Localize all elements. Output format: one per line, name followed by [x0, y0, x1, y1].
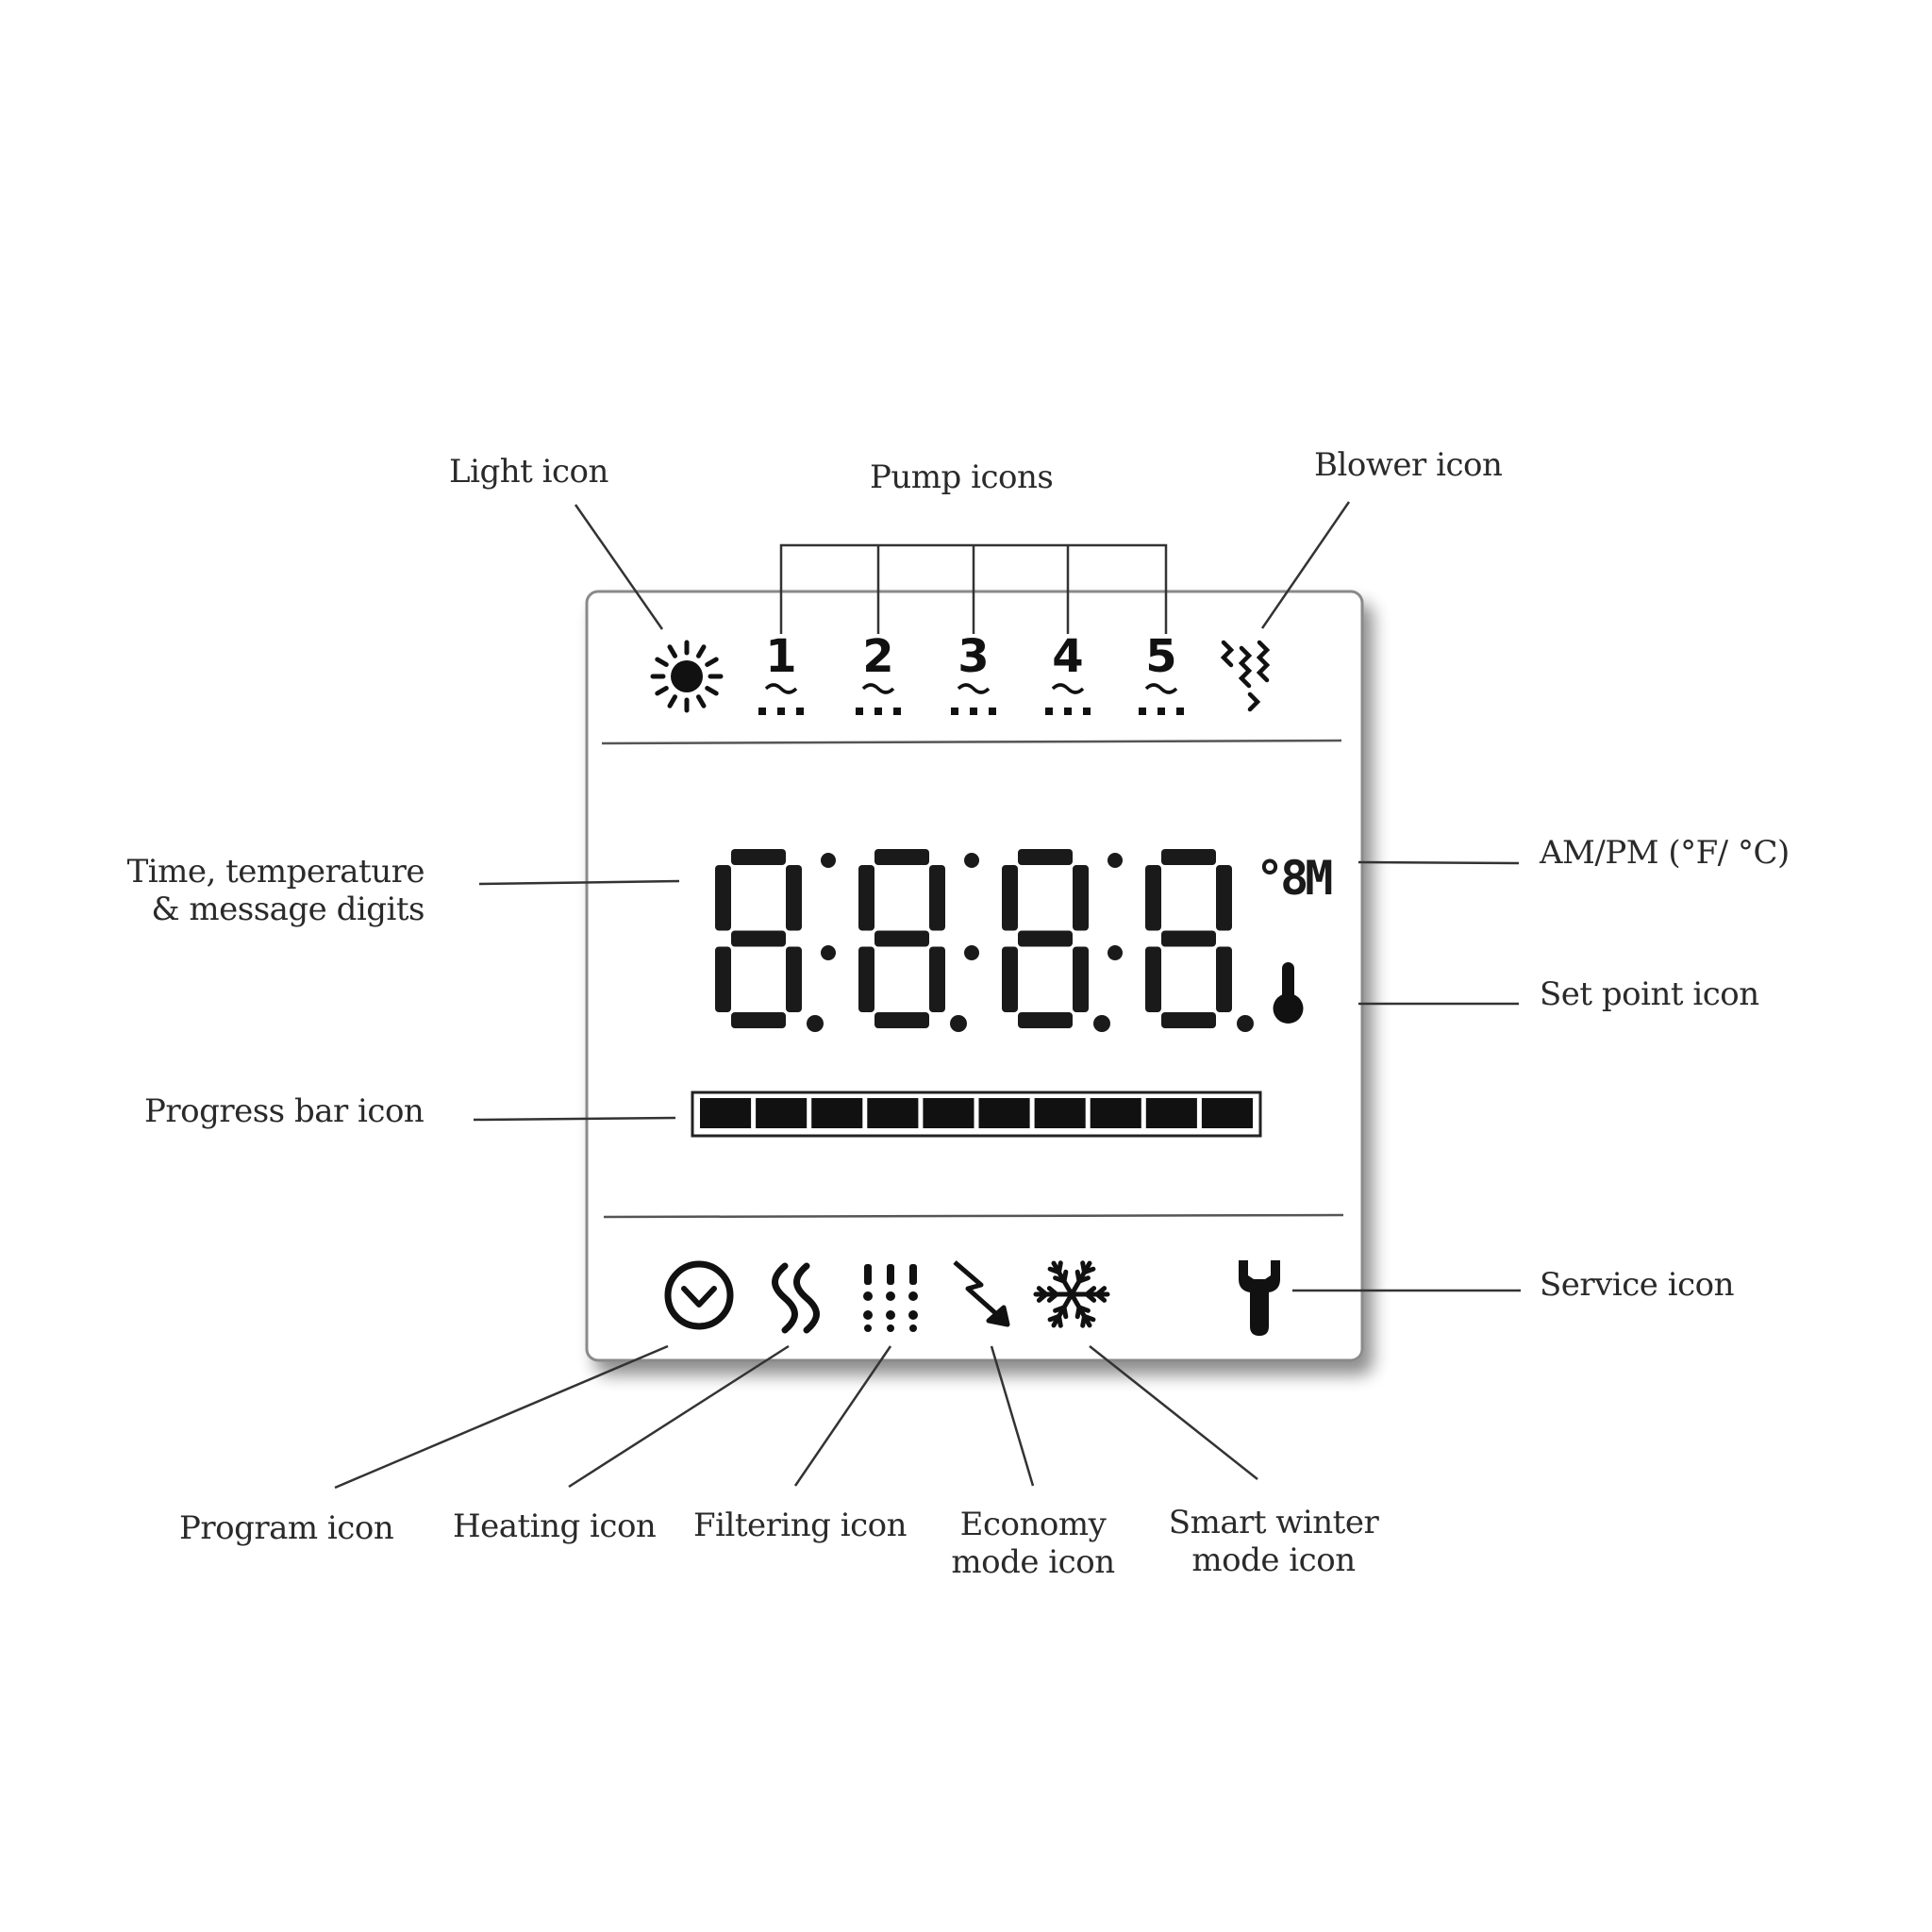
progress-segment	[1034, 1098, 1086, 1128]
progress-segment	[756, 1098, 808, 1128]
digits-label-line1: Time, temperature	[126, 853, 425, 891]
thermometer-icon	[1273, 962, 1304, 1024]
colon-dot	[964, 945, 979, 960]
lcd-segment	[1018, 930, 1073, 947]
lcd-segment	[1073, 865, 1089, 931]
blower-icon-label: Blower icon	[1314, 446, 1503, 484]
decimal-point	[950, 1015, 967, 1032]
colon-dot	[1108, 853, 1123, 868]
progress-segment	[811, 1098, 863, 1128]
pump-number: 3	[958, 630, 989, 683]
lcd-segment	[1216, 865, 1232, 931]
lcd-segment	[1161, 849, 1216, 865]
ampm-indicator: °8M	[1256, 851, 1335, 906]
lcd-segment	[1002, 865, 1018, 931]
progress-segment	[978, 1098, 1030, 1128]
pump-number: 4	[1052, 630, 1083, 683]
program-icon-label: Program icon	[179, 1509, 394, 1547]
snowflake-icon	[1033, 1260, 1110, 1328]
lcd-segment	[858, 865, 874, 931]
progress-bar	[691, 1091, 1262, 1138]
lcd-segment	[1145, 865, 1161, 931]
digits-label-line2: & message digits	[151, 891, 425, 928]
winter-label-line2: mode icon	[1191, 1541, 1356, 1579]
leader-lines	[334, 501, 1521, 1490]
digits-label: Time, temperature & message digits	[113, 853, 425, 928]
colon-dot	[821, 945, 836, 960]
pump-3-icon: 3	[951, 630, 996, 715]
progress-segment	[867, 1098, 919, 1128]
colon-dot	[821, 853, 836, 868]
lcd-segment	[731, 1012, 786, 1028]
lightning-arrow-icon	[953, 1260, 1010, 1327]
decimal-point	[807, 1015, 824, 1032]
pump-1-icon: 1	[758, 630, 804, 715]
lcd-segment	[715, 946, 731, 1012]
lcd-segment	[1018, 849, 1073, 865]
lcd-segment	[1216, 946, 1232, 1012]
progress-segment	[1145, 1098, 1197, 1128]
winter-icon-label: Smart winter mode icon	[1156, 1504, 1391, 1579]
sun-icon	[650, 640, 724, 713]
wrench-icon	[1239, 1260, 1280, 1336]
pump-icons: 1 2 3 4 5	[758, 630, 1184, 715]
progress-segment	[1201, 1098, 1253, 1128]
pump-icons-label: Pump icons	[870, 458, 1054, 496]
decimal-point	[1093, 1015, 1110, 1032]
pump-5-icon: 5	[1139, 630, 1184, 715]
pump-4-icon: 4	[1045, 630, 1091, 715]
ampm-label: AM/PM (°F/ °C)	[1540, 834, 1790, 872]
lcd-segment	[1073, 946, 1089, 1012]
heating-icon-label: Heating icon	[453, 1507, 657, 1545]
lcd-segment	[731, 849, 786, 865]
ampm-text: °8M	[1256, 851, 1331, 906]
filtering-icon-label: Filtering icon	[693, 1507, 908, 1544]
lcd-segment	[1002, 946, 1018, 1012]
setpoint-label: Set point icon	[1540, 975, 1759, 1013]
winter-label-line1: Smart winter	[1168, 1504, 1379, 1541]
top-divider	[601, 739, 1342, 745]
bottom-divider	[603, 1213, 1344, 1219]
lcd-segment	[874, 1012, 929, 1028]
lcd-segment	[874, 849, 929, 865]
economy-label-line2: mode icon	[951, 1543, 1115, 1581]
economy-icon-label: Economy mode icon	[939, 1506, 1127, 1581]
heat-waves-icon	[772, 1262, 820, 1334]
time-temperature-digits	[715, 849, 1254, 1032]
filter-dots-icon	[863, 1264, 918, 1332]
lcd-segment	[1161, 1012, 1216, 1028]
lcd-segment	[858, 946, 874, 1012]
lcd-segment	[929, 865, 945, 931]
blower-icon	[1220, 640, 1271, 712]
lcd-segment	[1145, 946, 1161, 1012]
lcd-segment	[1161, 930, 1216, 947]
lcd-segment	[786, 865, 802, 931]
progress-segment	[1090, 1098, 1141, 1128]
pump-number: 5	[1145, 630, 1176, 683]
pump-number: 2	[862, 630, 893, 683]
decimal-point	[1237, 1015, 1254, 1032]
service-icon-label: Service icon	[1540, 1266, 1735, 1304]
lcd-segment	[715, 865, 731, 931]
lcd-segment	[731, 930, 786, 947]
progress-segment	[700, 1098, 752, 1128]
progress-bar-label: Progress bar icon	[144, 1092, 425, 1130]
pump-2-icon: 2	[856, 630, 901, 715]
colon-dot	[964, 853, 979, 868]
clock-icon	[664, 1260, 734, 1330]
lcd-segment	[929, 946, 945, 1012]
colon-dot	[1108, 945, 1123, 960]
economy-label-line1: Economy	[959, 1506, 1107, 1543]
lcd-segment	[1018, 1012, 1073, 1028]
light-icon-label: Light icon	[449, 453, 608, 491]
pump-number: 1	[765, 630, 796, 683]
lcd-segment	[874, 930, 929, 947]
lcd-segment	[786, 946, 802, 1012]
progress-segment	[923, 1098, 974, 1128]
